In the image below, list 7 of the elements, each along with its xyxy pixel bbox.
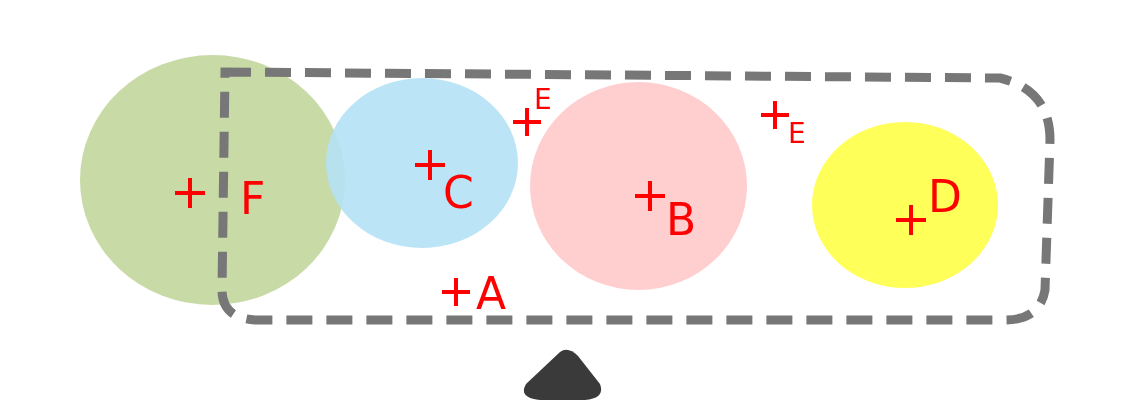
region-letter: B bbox=[666, 198, 697, 242]
point-label: E bbox=[788, 120, 806, 148]
region-letter: C bbox=[443, 171, 474, 215]
region-letter: D bbox=[928, 175, 962, 219]
point-label: E bbox=[534, 86, 552, 114]
point-label: A bbox=[476, 272, 507, 316]
region-letter: F bbox=[240, 177, 266, 221]
